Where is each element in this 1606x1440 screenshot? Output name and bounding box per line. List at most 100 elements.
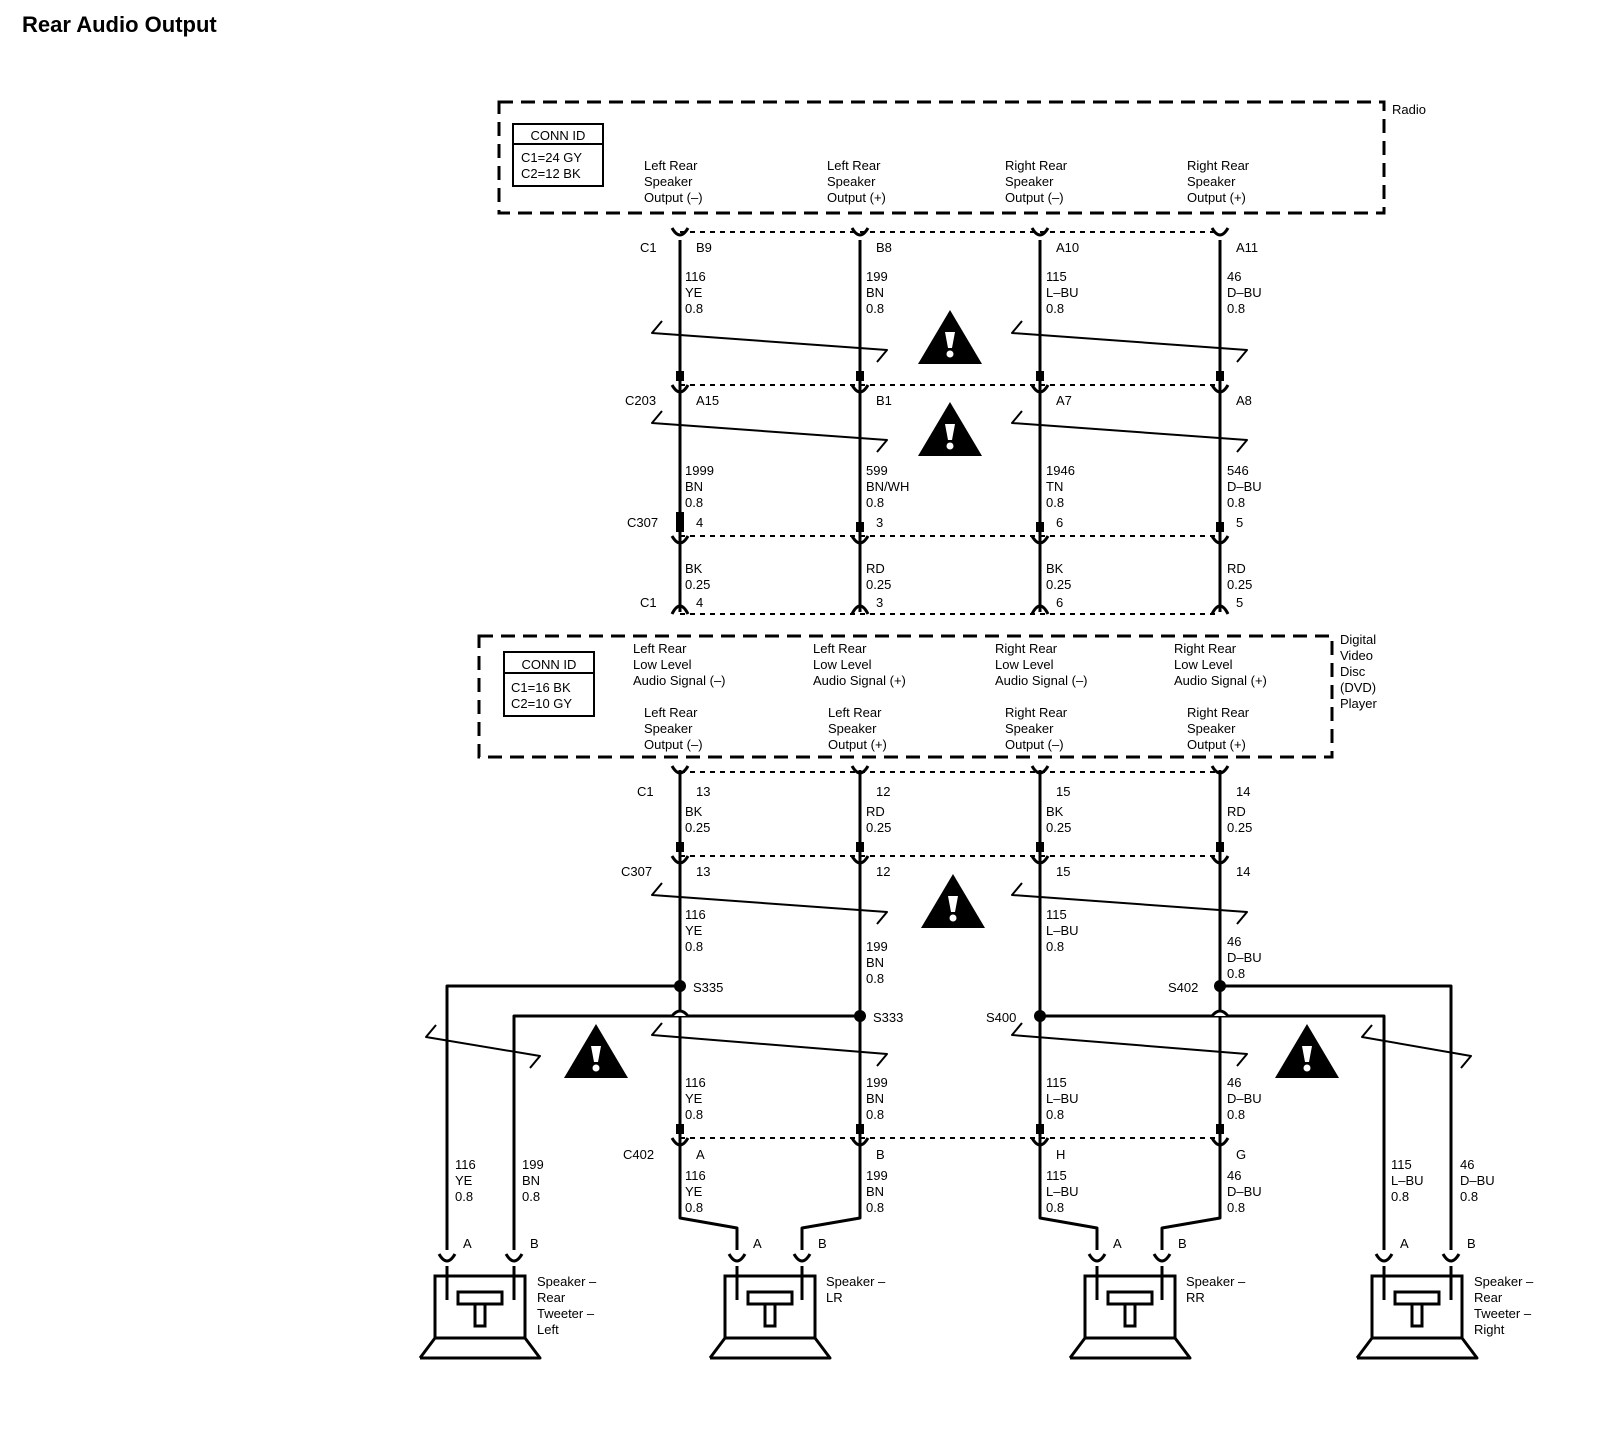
wire-label-seg7: 0.8 xyxy=(685,1200,703,1215)
speaker-label: Right xyxy=(1474,1322,1505,1337)
dvd-output-label: Left Rear xyxy=(644,705,698,720)
wire-label-seg6: 116 xyxy=(685,1075,706,1090)
dvd-output-label: Left Rear xyxy=(828,705,882,720)
radio-output-label: Speaker xyxy=(1187,174,1236,189)
radio-output-label: Output (+) xyxy=(827,190,886,205)
speaker-4 xyxy=(1357,1337,1479,1360)
connector-pin xyxy=(670,384,690,394)
radio-output-label: Speaker xyxy=(827,174,876,189)
connector-pin-label: 12 xyxy=(876,864,890,879)
connector-pin xyxy=(1216,371,1224,381)
speaker-1 xyxy=(418,1337,437,1359)
dvd-output-label: Output (+) xyxy=(1187,737,1246,752)
dvd-label: (DVD) xyxy=(1340,680,1376,695)
radio-conn-id-line: C1=24 GY xyxy=(521,150,582,165)
connector-label-c203: C203 xyxy=(625,393,656,408)
dvd-box xyxy=(477,634,1334,759)
speaker-3 xyxy=(1083,1274,1177,1340)
wire-label-seg7: 199 xyxy=(866,1168,888,1183)
connector-pin xyxy=(1210,765,1230,775)
connector-pin xyxy=(850,1137,870,1147)
speaker-2 xyxy=(723,1274,817,1340)
connector-pin xyxy=(1210,384,1230,394)
wire-label-seg6: 199 xyxy=(866,1075,888,1090)
connector-pin-label: B1 xyxy=(876,393,892,408)
connector-pin-label: B8 xyxy=(876,240,892,255)
wire-label-seg7: 0.8 xyxy=(1046,1200,1064,1215)
wire-label-tweeter-right: D–BU xyxy=(1460,1173,1495,1188)
speaker-pin xyxy=(1087,1253,1107,1263)
dvd-conn-id-line: C1=16 BK xyxy=(511,680,571,695)
wire-label-seg2: 0.8 xyxy=(866,495,884,510)
speaker-pin xyxy=(504,1253,524,1263)
dvd-input-label: Left Rear xyxy=(813,641,867,656)
splice-label: S402 xyxy=(1168,980,1198,995)
wire-label-tweeter-left: 0.8 xyxy=(522,1189,540,1204)
radio-output-label: Output (–) xyxy=(1005,190,1064,205)
connector-pin-label: A7 xyxy=(1056,393,1072,408)
wire-label-seg3: RD xyxy=(1227,561,1246,576)
connector-pin xyxy=(676,512,684,522)
speaker-pin-label: A xyxy=(753,1236,762,1251)
connector-pin xyxy=(1030,855,1050,865)
wire-label-seg6: 46 xyxy=(1227,1075,1241,1090)
wire-label-tweeter-left: 0.8 xyxy=(455,1189,473,1204)
dvd-output-label: Speaker xyxy=(644,721,693,736)
wire-label-seg6: L–BU xyxy=(1046,1091,1079,1106)
wire-label-tweeter-right: 115 xyxy=(1391,1157,1412,1172)
connector-pin-label: A10 xyxy=(1056,240,1079,255)
connector-pin-label: 3 xyxy=(876,515,883,530)
radio-output-label: Output (+) xyxy=(1187,190,1246,205)
speaker-label: Tweeter – xyxy=(1474,1306,1532,1321)
dvd-input-label: Left Rear xyxy=(633,641,687,656)
wire-label-seg2: 546 xyxy=(1227,463,1249,478)
wire-label-seg7: 46 xyxy=(1227,1168,1241,1183)
speaker-label: Tweeter – xyxy=(537,1306,595,1321)
wire-label-seg5: 115 xyxy=(1046,907,1067,922)
wire-label-seg6: 0.8 xyxy=(1227,1107,1245,1122)
wire-label-seg4: RD xyxy=(866,804,885,819)
wire-label-tweeter-left: YE xyxy=(455,1173,473,1188)
wire-break-mark xyxy=(651,882,888,925)
dvd-input-label: Low Level xyxy=(1174,657,1233,672)
wire-label-tweeter-right: 0.8 xyxy=(1460,1189,1478,1204)
connector-pin xyxy=(850,227,870,237)
wire-label-seg6: 115 xyxy=(1046,1075,1067,1090)
radio-conn-id-box xyxy=(512,123,604,187)
connector-pin-label: A15 xyxy=(696,393,719,408)
splice-label: S333 xyxy=(873,1010,903,1025)
speaker-label: LR xyxy=(826,1290,843,1305)
connector-pin-label: B9 xyxy=(696,240,712,255)
speaker-2 xyxy=(746,1290,794,1306)
connector-pin xyxy=(676,522,684,532)
wire-label-seg5: 0.8 xyxy=(1227,966,1245,981)
speaker-pin xyxy=(792,1253,812,1263)
wire-break-mark xyxy=(651,1022,888,1067)
connector-pin xyxy=(670,227,690,237)
dvd-input-label: Low Level xyxy=(995,657,1054,672)
wire-label-seg6: BN xyxy=(866,1091,884,1106)
speaker-pin-label: B xyxy=(818,1236,827,1251)
wire-break-mark xyxy=(1361,1024,1472,1069)
connector-pin-label: 13 xyxy=(696,864,710,879)
connector-pin-label: B xyxy=(876,1147,885,1162)
warning-icon xyxy=(948,896,958,912)
wire-label-seg6: YE xyxy=(685,1091,703,1106)
radio-output-label: Right Rear xyxy=(1005,158,1068,173)
speaker-3 xyxy=(1068,1337,1087,1359)
dvd-output-label: Right Rear xyxy=(1187,705,1250,720)
connector-pin xyxy=(676,842,684,852)
wire-label-seg3: 0.25 xyxy=(685,577,710,592)
speaker-pin-label: B xyxy=(530,1236,539,1251)
radio-output-label: Output (–) xyxy=(644,190,703,205)
page-title: Rear Audio Output xyxy=(22,12,217,37)
connector-pin xyxy=(850,535,870,545)
connector-pin xyxy=(1030,604,1050,615)
connector-pin xyxy=(1030,384,1050,394)
wire-label-seg3: BK xyxy=(685,561,703,576)
speaker-3 xyxy=(1070,1337,1192,1360)
speaker-lr-wire-b xyxy=(800,1150,862,1250)
speaker-pin xyxy=(1441,1253,1461,1263)
wire-label-seg2: 0.8 xyxy=(1046,495,1064,510)
